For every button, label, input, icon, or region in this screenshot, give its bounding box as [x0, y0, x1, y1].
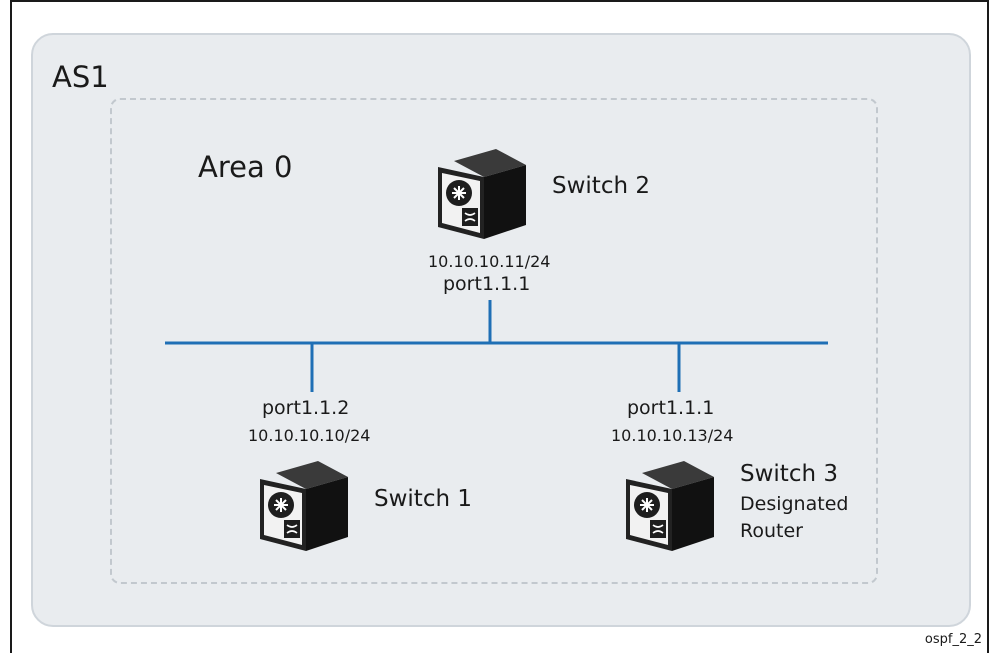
switch1-port: port1.1.2	[262, 397, 350, 419]
switch3-role-line2: Router	[740, 520, 803, 542]
switch-router-icon	[260, 461, 348, 551]
figure-frame	[10, 0, 989, 653]
switch3-ip: 10.10.10.13/24	[611, 426, 734, 445]
autonomous-system-box	[31, 33, 971, 627]
figure-id: ospf_2_2	[924, 632, 982, 647]
switch1-name: Switch 1	[374, 486, 472, 512]
as-label: AS1	[52, 60, 109, 94]
switch3-name: Switch 3	[740, 461, 838, 487]
switch-router-icon	[626, 461, 714, 551]
area-label: Area 0	[198, 150, 293, 184]
switch3-port: port1.1.1	[627, 397, 715, 419]
switch2-name: Switch 2	[552, 173, 650, 199]
switch2-ip: 10.10.10.11/24	[428, 252, 551, 271]
switch1-ip: 10.10.10.10/24	[248, 426, 371, 445]
ospf-area-box	[110, 98, 878, 584]
switch-router-icon	[438, 149, 526, 239]
switch2-port: port1.1.1	[443, 273, 531, 295]
switch3-role-line1: Designated	[740, 493, 849, 515]
